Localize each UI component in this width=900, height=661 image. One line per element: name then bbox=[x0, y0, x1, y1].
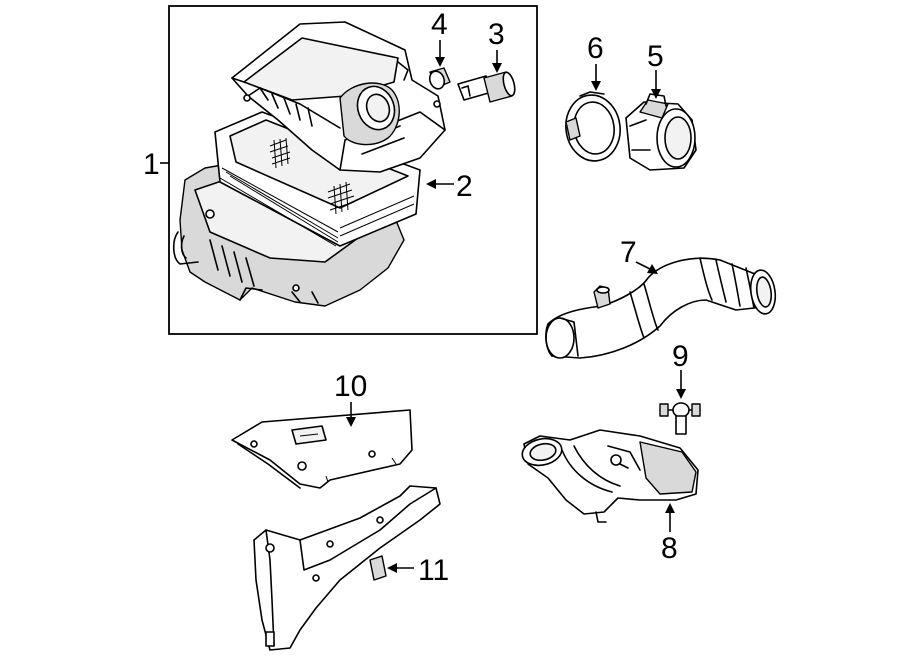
air-filter-element bbox=[214, 111, 421, 247]
callout-1: 1 bbox=[143, 148, 160, 181]
callout-3: 3 bbox=[488, 18, 505, 51]
callout-6: 6 bbox=[587, 32, 604, 65]
tray-part-10 bbox=[231, 409, 413, 489]
callout-2: 2 bbox=[456, 170, 473, 203]
callout-11: 11 bbox=[418, 554, 449, 587]
callout-7: 7 bbox=[620, 236, 637, 269]
maf-sensor-part-5 bbox=[625, 93, 697, 171]
bracket-part-11 bbox=[253, 485, 441, 651]
callout-5: 5 bbox=[647, 40, 664, 73]
callout-10: 10 bbox=[334, 370, 367, 403]
filter-media-mark bbox=[269, 137, 355, 215]
callout-9: 9 bbox=[672, 340, 689, 373]
sensor-part-3 bbox=[457, 71, 516, 103]
air-cleaner-upper-cover bbox=[231, 21, 446, 173]
grommet-part-4 bbox=[428, 67, 451, 90]
assembly-1-box bbox=[168, 5, 538, 335]
callout-4: 4 bbox=[431, 8, 448, 41]
callout-8: 8 bbox=[661, 532, 678, 565]
intake-duct-part-7 bbox=[545, 257, 777, 359]
connector-part-9 bbox=[659, 402, 701, 435]
leader-lines bbox=[160, 40, 686, 573]
clamp-part-6 bbox=[565, 91, 621, 162]
resonator-part-8 bbox=[521, 429, 699, 523]
